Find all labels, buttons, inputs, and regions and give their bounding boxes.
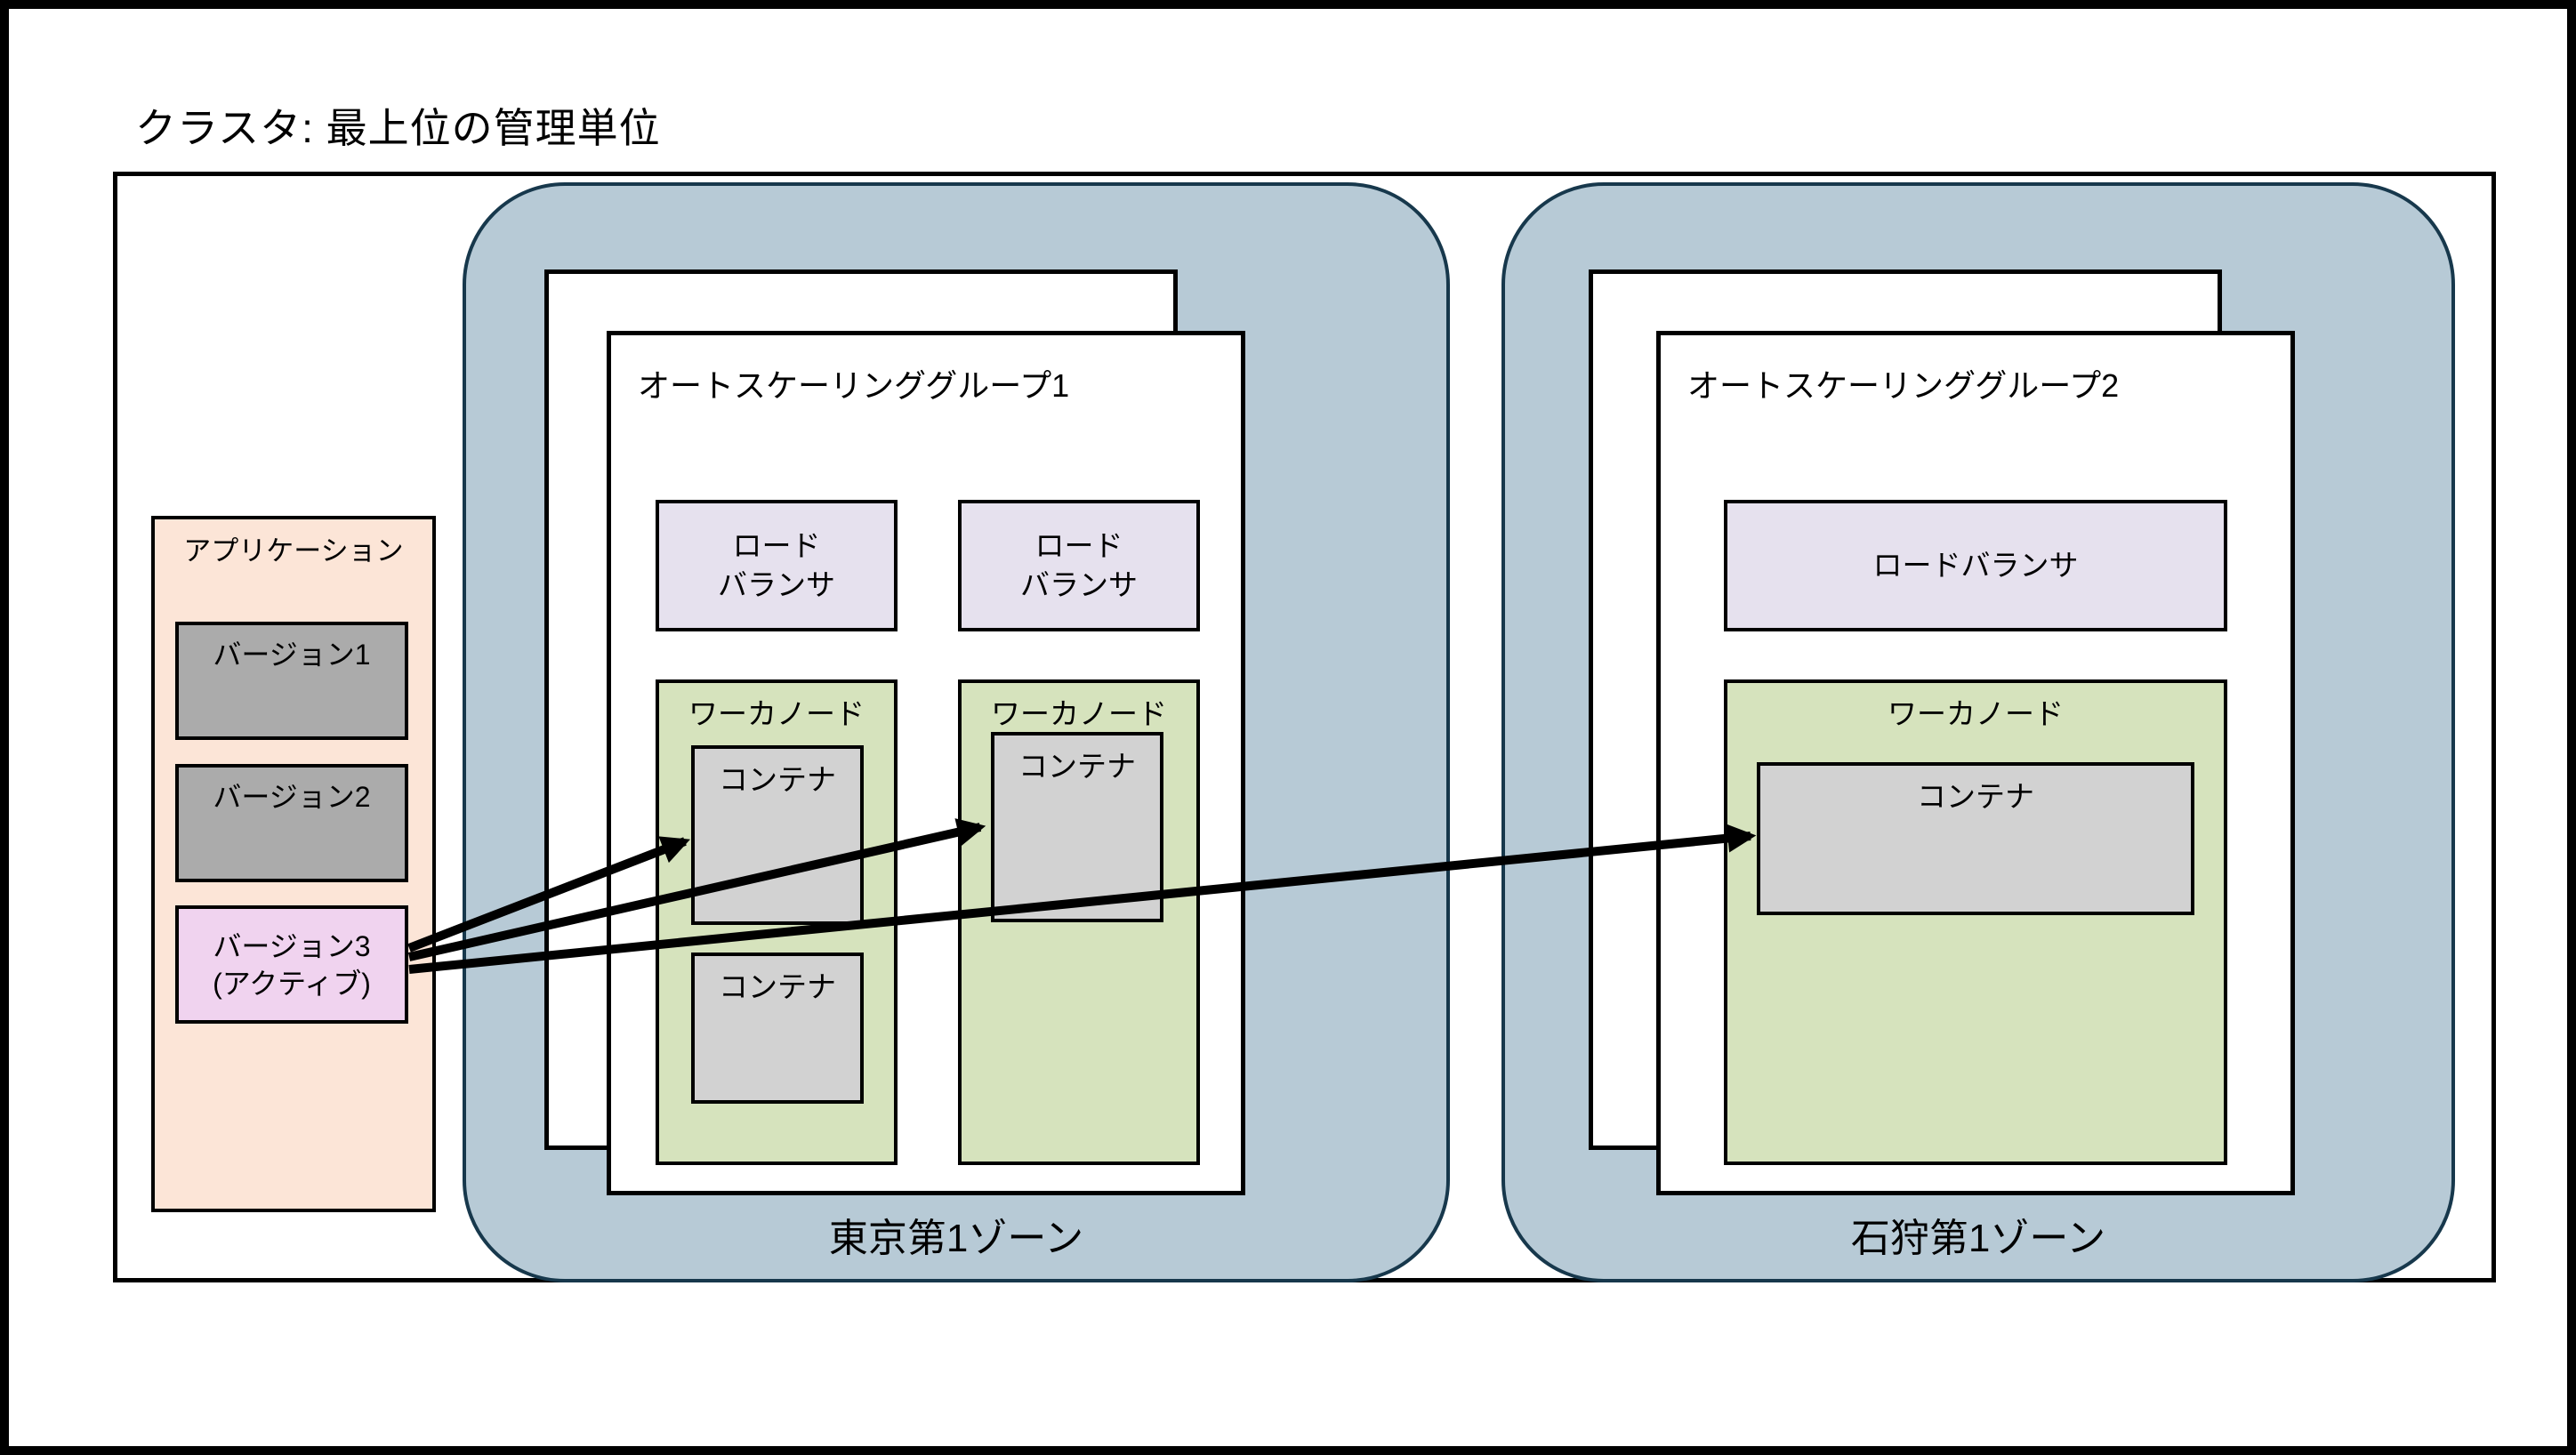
worker-node-2-box: ワーカノード コンテナ: [958, 679, 1200, 1165]
container-1-1-label: コンテナ: [719, 763, 836, 796]
load-balancer-1-label-line2: バランサ: [718, 568, 835, 601]
asg-2-label: オートスケーリンググループ2: [1687, 367, 2120, 404]
container-2-1-box: コンテナ: [991, 732, 1163, 922]
asg-1-box: オートスケーリンググループ1 ロード バランサ ロード バランサ ワーカノード …: [607, 331, 1245, 1195]
worker-node-1-box: ワーカノード コンテナ コンテナ: [656, 679, 898, 1165]
load-balancer-3-box: ロードバランサ: [1724, 500, 2227, 631]
zone-tokyo: オートスケーリンググループ1 ロード バランサ ロード バランサ ワーカノード …: [463, 182, 1450, 1282]
zone-ishikari: オートスケーリンググループ2 ロードバランサ ワーカノード コンテナ 石狩第1ゾ…: [1501, 182, 2455, 1282]
worker-node-3-label: ワーカノード: [1888, 697, 2064, 730]
container-1-1-box: コンテナ: [691, 745, 864, 925]
asg-2-box: オートスケーリンググループ2 ロードバランサ ワーカノード コンテナ: [1656, 331, 2295, 1195]
load-balancer-2-box: ロード バランサ: [958, 500, 1200, 631]
application-label: アプリケーション: [183, 535, 404, 567]
version-2-label: バージョン2: [213, 781, 371, 813]
version-3-label: バージョン3: [213, 929, 371, 962]
version-1-label: バージョン1: [213, 639, 371, 671]
cluster-title: クラスタ: 最上位の管理単位: [135, 105, 661, 151]
load-balancer-1-box: ロード バランサ: [656, 500, 898, 631]
load-balancer-2-label-line1: ロード: [1034, 529, 1123, 562]
cluster-box: アプリケーション バージョン1 バージョン2 バージョン3 (アクティブ) オー…: [113, 172, 2496, 1282]
zone-tokyo-label: 東京第1ゾーン: [828, 1217, 1084, 1260]
container-2-1-label: コンテナ: [1018, 750, 1136, 783]
load-balancer-1-label-line1: ロード: [732, 529, 821, 562]
worker-node-1-label: ワーカノード: [688, 697, 865, 730]
worker-node-3-box: ワーカノード コンテナ: [1724, 679, 2227, 1165]
container-3-1-label: コンテナ: [1917, 780, 2034, 813]
version-3-sublabel: (アクティブ): [213, 967, 371, 1000]
worker-node-2-label: ワーカノード: [991, 697, 1167, 730]
container-1-2-label: コンテナ: [719, 970, 836, 1003]
application-box: アプリケーション バージョン1 バージョン2 バージョン3 (アクティブ): [151, 516, 436, 1212]
container-1-2-box: コンテナ: [691, 953, 864, 1104]
version-1-box: バージョン1: [175, 622, 408, 740]
version-3-active-box: バージョン3 (アクティブ): [175, 905, 408, 1024]
zone-ishikari-label: 石狩第1ゾーン: [1850, 1217, 2106, 1260]
container-3-1-box: コンテナ: [1757, 762, 2194, 915]
load-balancer-3-label: ロードバランサ: [1872, 549, 2079, 582]
load-balancer-2-label-line2: バランサ: [1020, 568, 1138, 601]
version-2-box: バージョン2: [175, 764, 408, 882]
asg-1-label: オートスケーリンググループ1: [638, 367, 1070, 404]
